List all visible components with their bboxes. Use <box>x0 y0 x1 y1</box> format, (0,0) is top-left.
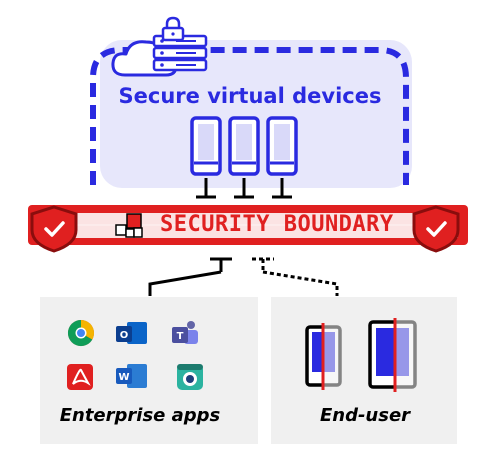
shield-check-icon <box>412 205 460 253</box>
security-boundary-label: SECURITY BOUNDARY <box>160 212 394 237</box>
cloud-server-icon <box>111 16 208 77</box>
teams-icon: T <box>172 321 198 344</box>
secure-devices-panel <box>100 40 412 188</box>
connection-arch <box>90 47 409 185</box>
device-connectors <box>196 178 292 199</box>
end-user-panel <box>271 297 457 444</box>
boundary-glyph-icon <box>115 213 143 238</box>
chrome-icon <box>67 319 95 347</box>
virtual-device-1 <box>190 116 222 176</box>
lock-icon <box>161 16 185 42</box>
apps-connector <box>148 257 232 296</box>
virtual-device-2 <box>228 116 260 176</box>
outlook-icon: O <box>116 322 147 344</box>
enterprise-apps-label: Enterprise apps <box>59 405 221 426</box>
svg-text:W: W <box>118 372 129 383</box>
word-icon: W <box>116 364 147 388</box>
virtual-device-3 <box>266 116 298 176</box>
end-user-label: End-user <box>319 405 411 426</box>
svg-text:T: T <box>177 331 184 342</box>
secure-devices-title: Secure virtual devices <box>118 84 382 108</box>
user-connector <box>252 257 339 296</box>
acrobat-icon <box>67 364 93 390</box>
shield-check-icon <box>30 205 78 253</box>
svg-text:O: O <box>120 330 129 341</box>
end-user-phone-large <box>368 318 419 392</box>
camera-app-icon <box>177 364 203 390</box>
end-user-phone-small <box>305 323 343 390</box>
